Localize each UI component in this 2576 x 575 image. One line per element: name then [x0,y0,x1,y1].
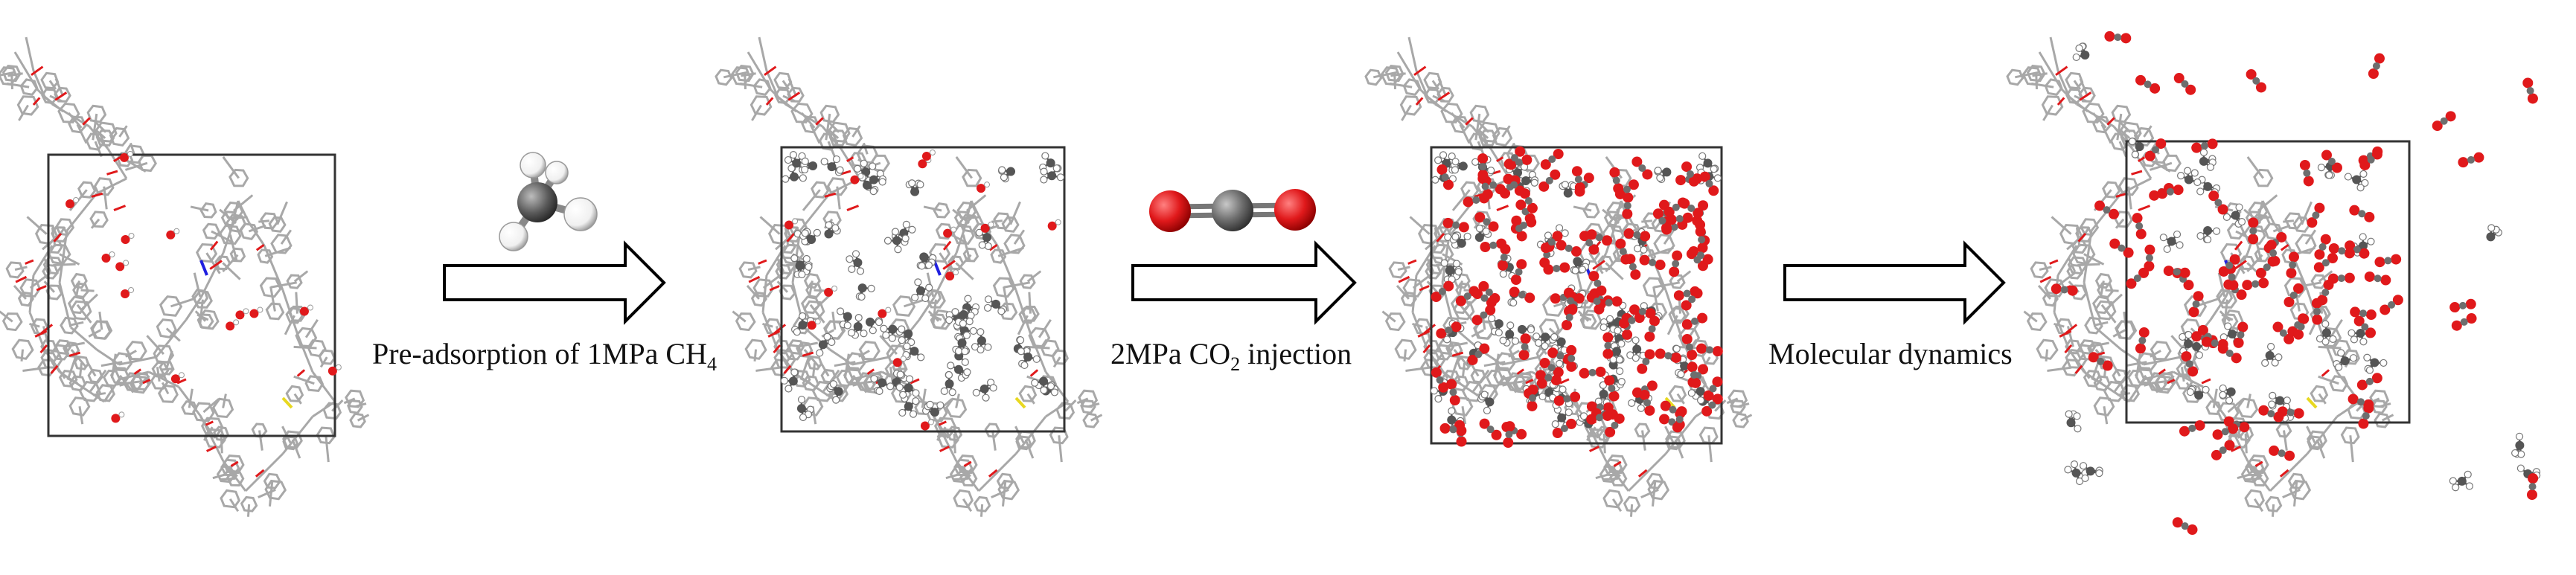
molecular-model-panel [0,36,370,517]
step-label-preadsorption: Pre-adsorption of 1MPa CH4 [372,337,717,375]
molecular-model-panel [1364,36,1753,517]
co2-molecule-icon [1149,189,1316,232]
right-arrow-icon [1783,240,2006,325]
step-label-molecular-dynamics: Molecular dynamics [1768,337,2013,370]
molecular-model-panel [2006,30,2541,536]
molecular-model-panel [715,36,1103,517]
right-arrow-icon [443,240,666,325]
step-label-co2-injection: 2MPa CO2 injection [1110,337,1352,375]
right-arrow-icon [1131,240,1357,325]
methane-molecule-icon [499,152,598,251]
